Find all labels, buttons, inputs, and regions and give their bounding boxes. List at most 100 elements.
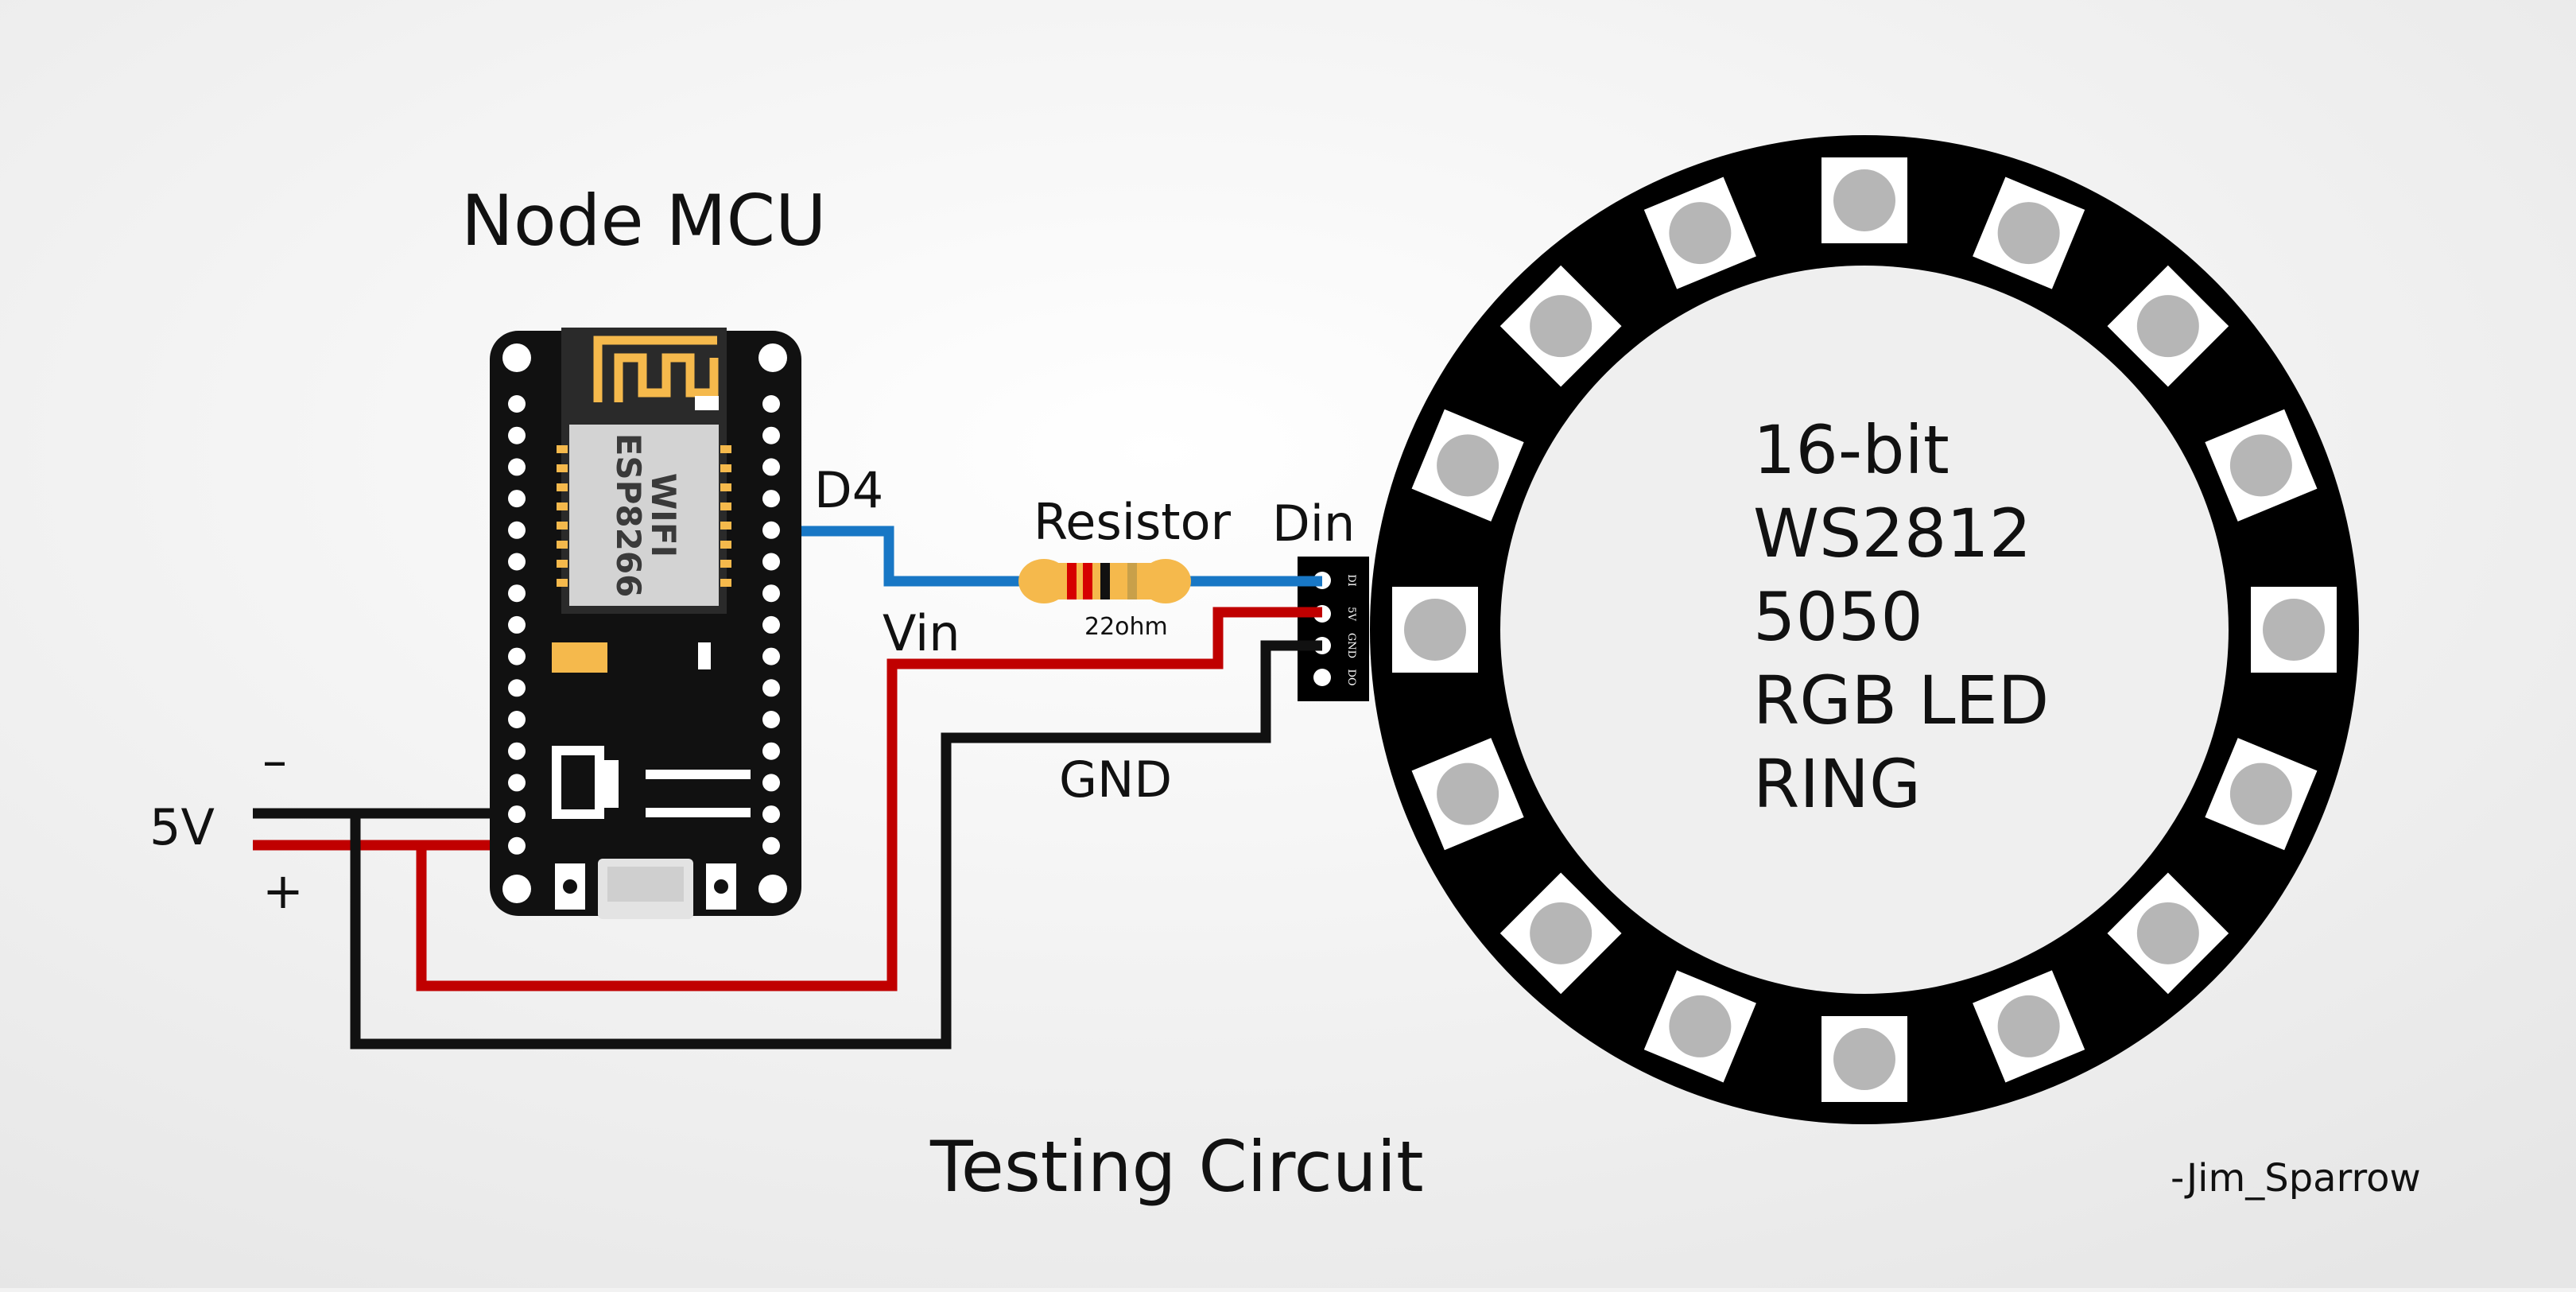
header-pin <box>762 426 780 444</box>
footer-title: Testing Circuit <box>929 1126 1424 1208</box>
header-pin <box>508 426 526 444</box>
led-face <box>2136 902 2199 964</box>
module-pad <box>557 502 568 510</box>
ic-pin <box>671 765 677 773</box>
ring-center <box>1500 266 2229 994</box>
led-face <box>1833 169 1895 231</box>
resistor-end <box>1018 559 1069 603</box>
voltage-regulator-body <box>561 755 595 809</box>
header-pin <box>762 615 780 634</box>
label-gnd: GND <box>1059 751 1172 809</box>
author-signature: -Jim_Sparrow <box>2171 1156 2421 1201</box>
module-pad <box>557 560 568 568</box>
ring-text-line: RING <box>1753 745 1921 823</box>
mcu-title: Node MCU <box>461 180 826 262</box>
label-supply-plus: + <box>262 862 304 920</box>
header-pin <box>762 774 780 792</box>
ic-chip-body <box>646 779 751 808</box>
label-vin: Vin <box>883 604 960 662</box>
mounting-hole <box>758 343 787 372</box>
wire-junction <box>510 807 523 820</box>
module-pad <box>720 464 731 472</box>
connector-pin-label: GND <box>1345 633 1357 658</box>
wire-junction <box>510 839 523 852</box>
led-face <box>1530 295 1593 358</box>
led <box>1411 738 1524 851</box>
header-pin <box>508 615 526 634</box>
ic-pin <box>684 817 690 825</box>
mounting-hole <box>502 343 531 372</box>
connector-pin-label: DI <box>1345 574 1357 587</box>
mounting-hole <box>758 875 787 903</box>
module-pad <box>557 541 568 549</box>
label-supply-minus: – <box>262 731 287 790</box>
label-din: Din <box>1272 495 1355 553</box>
connector-pin-hole <box>1313 669 1331 686</box>
led <box>2205 409 2318 522</box>
usb-port-inner <box>607 867 684 902</box>
module-pad <box>557 579 568 587</box>
module-pads <box>557 445 741 825</box>
module-pad <box>557 483 568 491</box>
led <box>1643 177 1756 289</box>
led <box>1973 177 2085 289</box>
header-pin <box>508 679 526 697</box>
led-face <box>1997 995 2060 1057</box>
ic-pin <box>658 765 665 773</box>
led-face <box>1437 762 1499 825</box>
led-ring: 16-bit WS2812 5050 RGB LED RING <box>1370 135 2359 1124</box>
ic-pin <box>735 765 741 773</box>
ic-pin <box>709 765 716 773</box>
wire-junction <box>763 525 776 537</box>
module-pad <box>720 541 731 549</box>
module-pad <box>720 560 731 568</box>
ic-pin <box>696 817 703 825</box>
module-pad <box>720 579 731 587</box>
module-pad <box>557 464 568 472</box>
label-supply-voltage: 5V <box>149 798 215 856</box>
header-pin <box>508 395 526 413</box>
module-pad <box>720 445 731 453</box>
header-pin <box>508 711 526 728</box>
antenna-pad <box>695 396 719 410</box>
ic-pin <box>658 817 665 825</box>
led <box>2251 587 2337 673</box>
resistor-band <box>1127 563 1137 599</box>
led <box>1821 157 1907 243</box>
led-face <box>2229 434 2292 497</box>
wires <box>253 526 1322 1050</box>
module-pad <box>720 522 731 530</box>
header-pin <box>508 647 526 665</box>
chip-label-wifi: WIFI <box>644 473 683 557</box>
ic-pin <box>671 817 677 825</box>
header-pin <box>508 774 526 792</box>
resistor-band <box>1100 563 1110 599</box>
ic-pin <box>735 817 741 825</box>
led-face <box>1404 599 1466 661</box>
header-pin <box>508 742 526 760</box>
led-face <box>1530 902 1593 964</box>
chip-label-esp: ESP8266 <box>609 433 648 598</box>
header-pin <box>508 458 526 476</box>
led <box>1392 587 1478 673</box>
ground-wire <box>350 640 1322 1050</box>
header-pin <box>762 458 780 476</box>
led-face <box>2263 599 2325 661</box>
header-pin <box>762 805 780 824</box>
led-face <box>1833 1028 1895 1090</box>
header-pin <box>508 553 526 571</box>
header-pin <box>762 647 780 665</box>
led-face <box>1437 434 1499 497</box>
header-pin <box>762 679 780 697</box>
header-pin <box>762 490 780 508</box>
led <box>1821 1016 1907 1102</box>
module-pad <box>557 445 568 453</box>
module-pad <box>720 502 731 510</box>
header-pin <box>762 711 780 728</box>
node-mcu-board: WIFI ESP8266 <box>490 328 801 919</box>
led <box>1411 409 1524 522</box>
label-d4: D4 <box>814 461 883 519</box>
led <box>2205 738 2318 851</box>
led-face <box>1669 202 1732 265</box>
